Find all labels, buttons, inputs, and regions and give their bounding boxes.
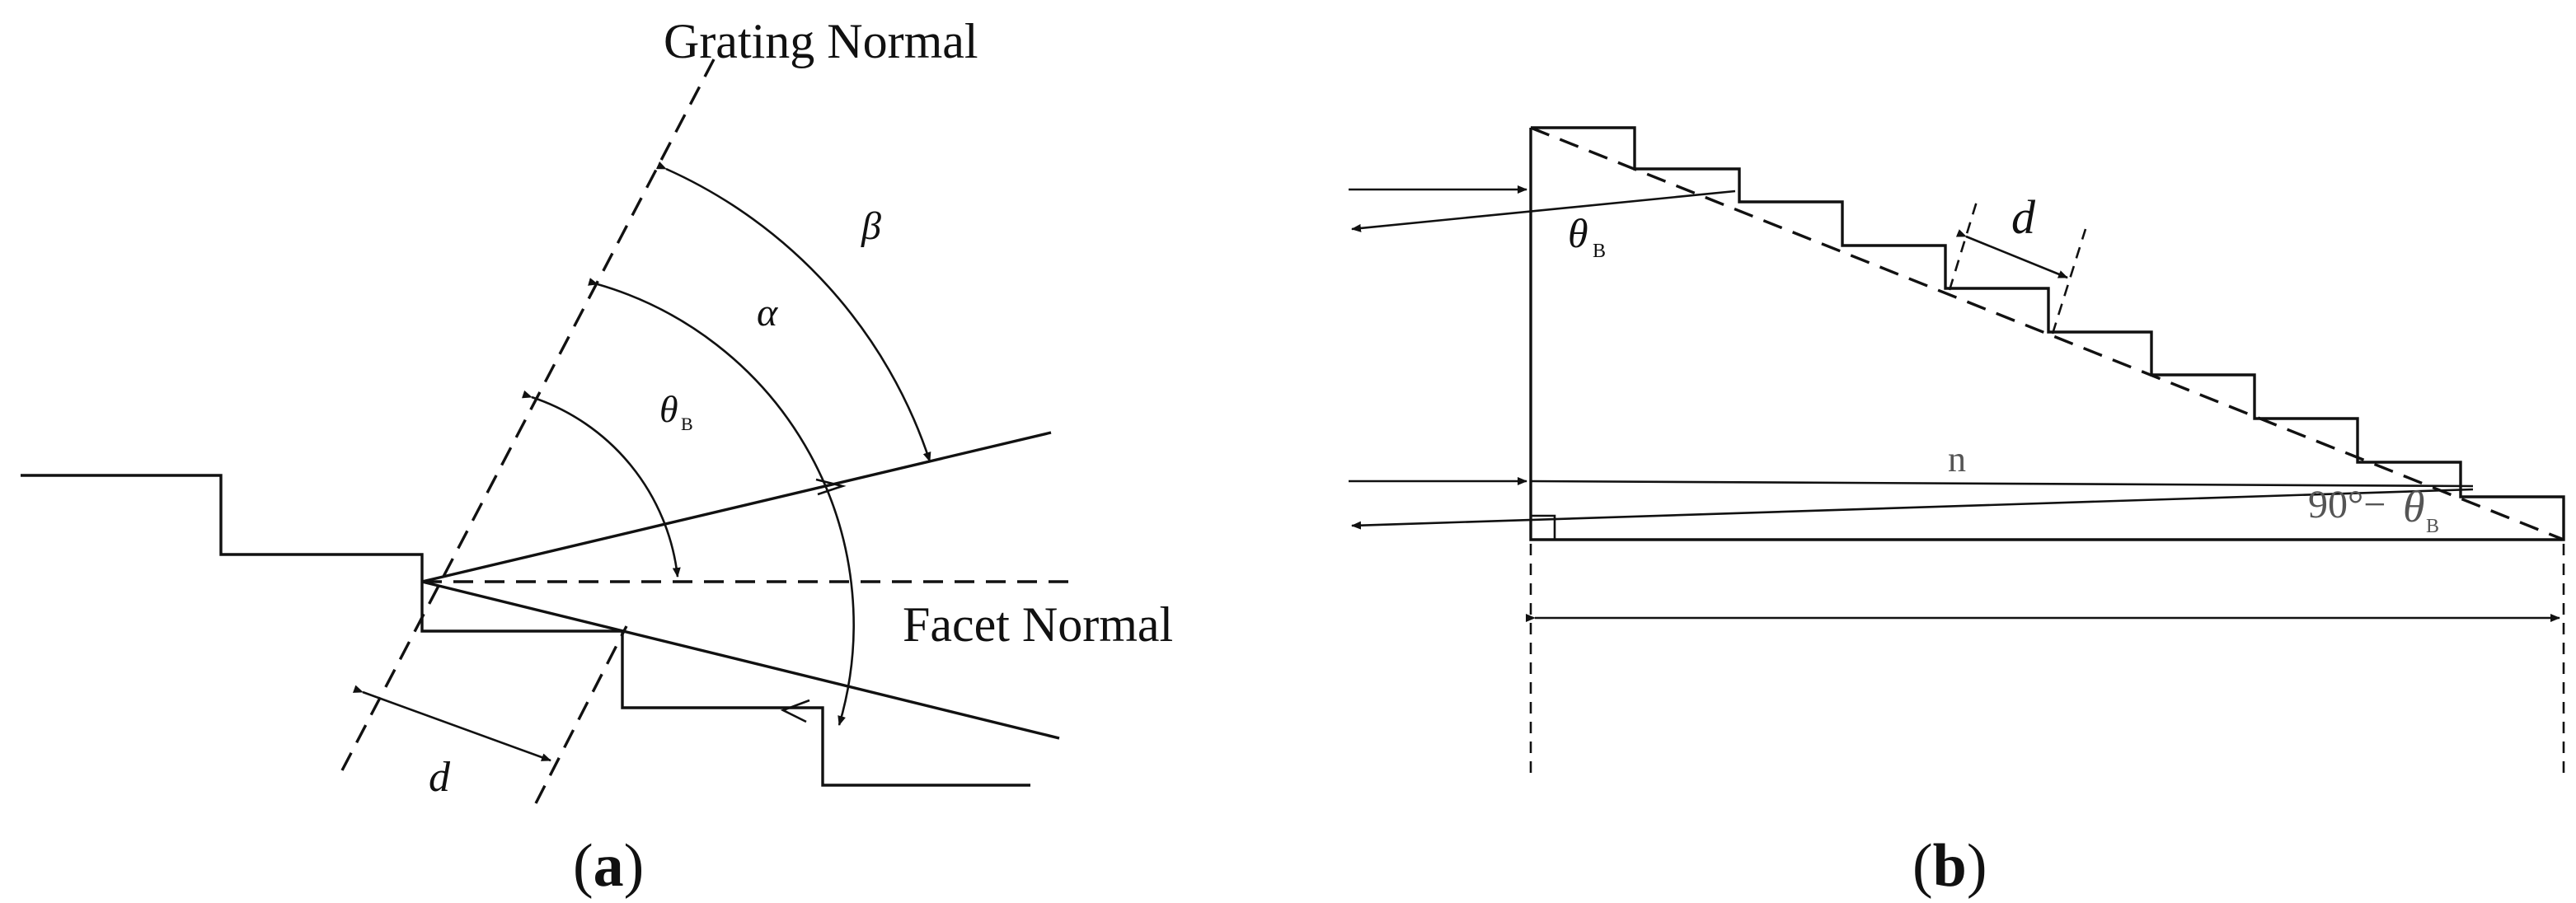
svg-text:90°−: 90°− <box>2308 483 2386 526</box>
alpha-label: α <box>757 291 778 335</box>
d-dimension-arrow-b <box>1955 229 2068 279</box>
theta-b-label-a: θ B <box>659 388 693 434</box>
n-label: n <box>1948 439 1966 480</box>
prism-outline <box>1529 126 2565 541</box>
svg-text:θ: θ <box>2403 482 2425 531</box>
d-tick-left <box>1948 195 1980 291</box>
reflected-ray-bottom <box>1351 488 2474 530</box>
svg-text:(b): (b) <box>1912 832 1987 900</box>
alpha-arc <box>588 278 855 726</box>
beta-arc <box>655 161 931 462</box>
svg-text:B: B <box>1593 241 1606 262</box>
svg-text:B: B <box>2426 516 2439 537</box>
d-label-a: d <box>429 754 451 801</box>
grating-profile-a <box>21 474 1030 787</box>
facet-normal-label: Facet Normal <box>903 597 1173 652</box>
svg-text:(a): (a) <box>573 832 644 900</box>
beta-label: β <box>861 204 881 248</box>
panel-a-caption: (a) <box>573 832 644 900</box>
right-angle-marker <box>1531 514 1556 540</box>
theta-b-label-b: θ B <box>1568 210 1606 262</box>
blaze-hypotenuse <box>1530 126 2564 541</box>
svg-text:B: B <box>681 414 693 434</box>
panel-a: Grating Normal Facet Normal β α θ B d (a… <box>21 14 1173 900</box>
panel-b-caption: (b) <box>1912 832 1987 900</box>
apex-angle-label: 90°− θ B <box>2308 482 2439 537</box>
facet-spacing-line <box>534 625 628 804</box>
d-dimension-arrow-a <box>352 685 551 762</box>
svg-text:θ: θ <box>1568 210 1588 256</box>
grating-normal-label: Grating Normal <box>664 14 978 68</box>
svg-text:θ: θ <box>659 388 678 430</box>
incident-ray-arrow <box>780 699 810 723</box>
inner-ray-bottom <box>1530 480 2474 488</box>
diffracted-ray <box>421 431 1052 583</box>
reflected-ray-top <box>1351 189 1736 232</box>
d-tick-right <box>2051 228 2087 335</box>
d-label-b: d <box>2011 190 2036 244</box>
panel-b: θ B d n 90°− θ B (b) <box>1349 126 2565 900</box>
grating-normal-line <box>340 58 716 771</box>
